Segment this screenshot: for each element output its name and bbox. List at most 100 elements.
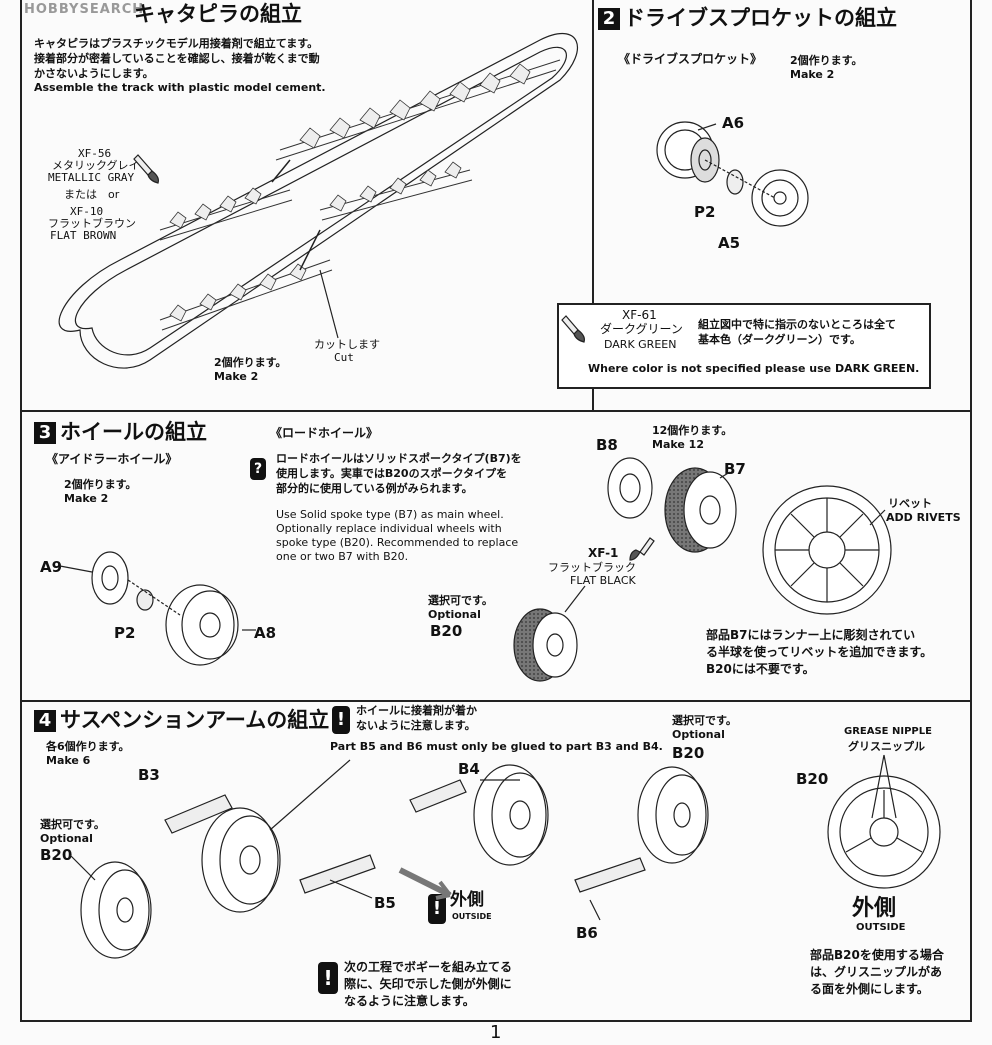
step4-optional-right-part: B20 (672, 744, 705, 762)
warning-icon: ! (332, 706, 350, 734)
step3-road-title: 《ロードホイール》 (270, 426, 379, 440)
step3-number: 3 (34, 422, 56, 444)
step2-note-jp-2: 基本色（ダークグリーン）です。 (698, 333, 861, 346)
step3-road-jp-1: ロードホイールはソリッドスポークタイプ(B7)を (276, 452, 522, 465)
step3-road-en-2: Optionally replace individual wheels wit… (276, 522, 502, 535)
arm-b3 (164, 794, 233, 834)
step3-road-en-3: spoke type (B20). Recommended to replace (276, 536, 519, 549)
step3-optional-jp: 選択可です。 (428, 594, 493, 607)
b20-note-2: は、グリスニップルがあ (810, 965, 943, 979)
rivet-note-1: 部品B7にはランナー上に彫刻されてい (706, 628, 916, 642)
step1-or: または or (64, 188, 120, 201)
step2-number: 2 (598, 8, 620, 30)
page-number: 1 (490, 1022, 502, 1043)
wheel-b7-detail (762, 485, 892, 615)
step1-text-en: Assemble the track with plastic model ce… (34, 81, 326, 94)
step3-paint-code: XF-1 (588, 546, 619, 560)
step4-optional-left-en: Optional (40, 832, 93, 845)
step3-optional-en: Optional (428, 608, 481, 621)
outside-en: OUTSIDE (856, 922, 906, 933)
step1-cut-en: Cut (334, 351, 354, 364)
step1-title: キャタピラの組立 (134, 2, 302, 26)
sprocket-a5 (751, 169, 809, 227)
step4-title: サスペンションアームの組立 (60, 708, 330, 732)
step3-road-jp-3: 部分的に使用している例がみられます。 (276, 482, 473, 495)
bottom-note-3: なるように注意します。 (344, 994, 475, 1008)
wheel-b20-detail (827, 754, 941, 889)
step4-make-jp: 各6個作ります。 (46, 740, 130, 753)
idler-p2 (136, 589, 154, 611)
b20-detail-label: B20 (796, 770, 829, 788)
outside-warning-icon: ! (428, 894, 446, 924)
watermark: HOBBYSEARCH (24, 2, 145, 17)
arm-b5 (299, 854, 376, 894)
step4-number: 4 (34, 710, 56, 732)
step2-make-jp: 2個作ります。 (790, 54, 863, 67)
step1-make-en: Make 2 (214, 370, 259, 383)
step1-paint1-jp: メタリックグレイ (52, 159, 140, 172)
idler-a9 (91, 551, 129, 605)
step3-road-en-4: one or two B7 with B20. (276, 550, 409, 563)
rivet-jp: リベット (888, 497, 932, 510)
step1-paint2-code: XF-10 (70, 205, 104, 218)
step2-paint-en: DARK GREEN (604, 338, 677, 351)
track-illustration (58, 33, 578, 369)
wheel-b8 (607, 457, 653, 519)
step1-make-jp: 2個作ります。 (214, 356, 287, 369)
part-a5-label: A5 (718, 234, 741, 252)
grease-nipple-jp: グリスニップル (848, 740, 925, 753)
rivet-note-2: る半球を使ってリベットを追加できます。 (706, 645, 933, 659)
step4-optional-left-jp: 選択可です。 (40, 818, 105, 831)
part-b6-label: B6 (576, 924, 598, 942)
sprocket-a6 (656, 121, 720, 183)
spacer-p2 (726, 169, 744, 195)
step1-paint2-en: FLAT BROWN (50, 229, 117, 242)
step2-paint-code: XF-61 (622, 308, 657, 322)
bottom-note-2: 際に、矢印で示した側が外側に (344, 977, 512, 991)
step1-text-jp-2: 接着部分が密着していることを確認し、接着が乾くまで動 (34, 52, 320, 65)
step1-paint1-code: XF-56 (78, 147, 112, 160)
brush-icon (133, 154, 159, 184)
step3-paint-jp: フラットブラック (548, 561, 636, 574)
step3-idler-make-jp: 2個作ります。 (64, 478, 137, 491)
step1-text-jp-3: かさないようにします。 (34, 67, 154, 80)
color-note-box (557, 303, 931, 389)
step4-warn-en: Part B5 and B6 must only be glued to par… (330, 740, 663, 753)
arm-b4 (409, 779, 467, 813)
step2-paint-jp: ダークグリーン (600, 322, 683, 336)
step3-road-make-jp: 12個作ります。 (652, 424, 733, 437)
step4-optional-left-part: B20 (40, 846, 73, 864)
wheel-step4-left (201, 807, 281, 913)
part-b4-label: B4 (458, 760, 480, 778)
step3-title: ホイールの組立 (60, 420, 207, 444)
divider-2 (20, 700, 972, 702)
part-b7-label: B7 (724, 460, 746, 478)
step3-road-en-1: Use Solid spoke type (B7) as main wheel. (276, 508, 504, 521)
part-p2-idler-label: P2 (114, 624, 136, 642)
b20-note-3: る面を外側にします。 (810, 982, 929, 996)
step1-cut-jp: カットします (314, 338, 380, 351)
idler-a8 (165, 584, 239, 666)
part-b5-label: B5 (374, 894, 396, 912)
wheel-step4-mid (473, 764, 549, 866)
step3-road-make-en: Make 12 (652, 438, 704, 451)
step2-note-en: Where color is not specified please use … (588, 362, 920, 375)
page-frame (20, 0, 972, 1022)
divider-1 (20, 410, 972, 412)
step2-make-en: Make 2 (790, 68, 835, 81)
wheel-b20-left (80, 861, 152, 959)
step2-title: ドライブスプロケットの組立 (624, 6, 897, 30)
part-a8-label: A8 (254, 624, 277, 642)
step4-optional-right-en: Optional (672, 728, 725, 741)
wheel-b7 (664, 467, 737, 553)
step3-paint-en: FLAT BLACK (570, 574, 636, 587)
step4-optional-right-jp: 選択可です。 (672, 714, 737, 727)
step3-idler-make-en: Make 2 (64, 492, 109, 505)
step2-subtitle: 《ドライブスプロケット》 (618, 52, 763, 66)
step4-warn-jp-1: ホイールに接着剤が着か (356, 704, 477, 717)
step3-road-jp-2: 使用します。実車ではB20のスポークタイプを (276, 467, 508, 480)
part-b3-label: B3 (138, 766, 160, 784)
